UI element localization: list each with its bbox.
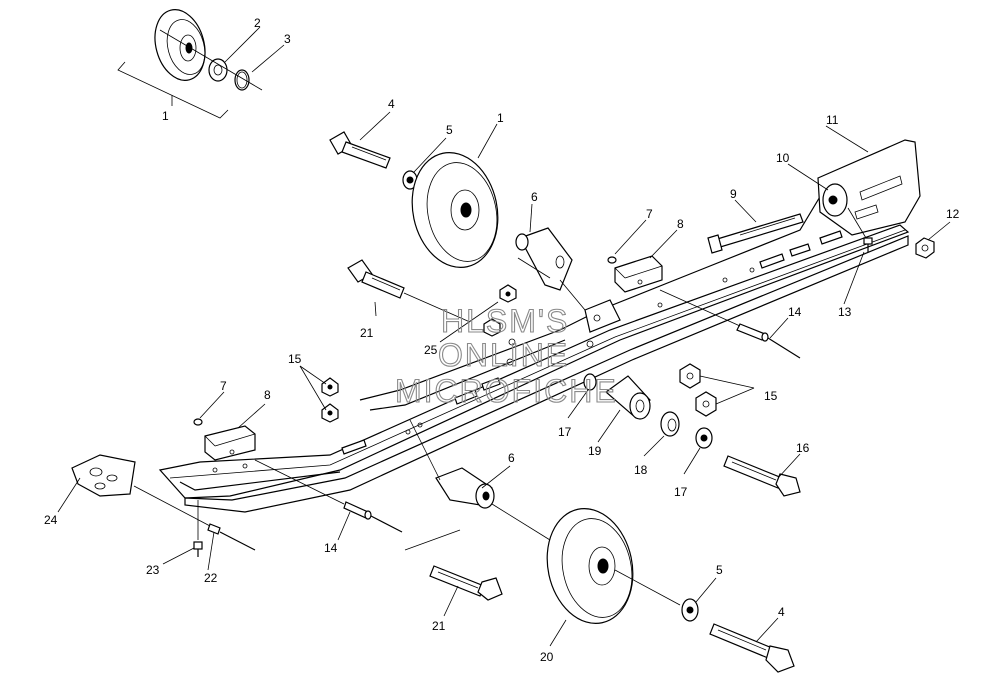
axle-spacer-19: [605, 375, 651, 420]
inset-idler-wheel: [154, 9, 206, 81]
rail-end-cap: [71, 454, 136, 497]
callout-1b: 1: [497, 111, 504, 125]
callout-6a: 6: [531, 190, 538, 204]
slide-rail: [158, 218, 910, 513]
callout-17a: 17: [558, 425, 572, 439]
washer-17: [695, 427, 713, 449]
callout-6b: 6: [508, 451, 515, 465]
callout-4b: 4: [778, 605, 785, 619]
watermark-line-3: MICROFICHE: [395, 373, 618, 409]
nut-12: [915, 237, 935, 259]
callout-8b: 8: [264, 388, 271, 402]
callout-21b: 21: [432, 619, 446, 633]
callout-16: 16: [796, 441, 810, 455]
bolt-16: [723, 455, 801, 497]
leader-lines: [57, 26, 951, 647]
callout-8a: 8: [677, 217, 684, 231]
callout-9: 9: [730, 187, 737, 201]
callout-11: 11: [826, 113, 839, 127]
callout-14b: 14: [324, 541, 338, 555]
lower-slide-block: [204, 425, 256, 461]
callout-labels: 1 2 3 1 4 5 6 11 10 9 7 8 12 13 21 25 14…: [44, 16, 960, 664]
callout-15a: 15: [288, 352, 302, 366]
watermark: HLSM'S ONLINE MICROFICHE: [394, 302, 618, 409]
screw-23: [193, 500, 203, 557]
upper-axle-bolt: [329, 131, 391, 169]
callout-12: 12: [946, 207, 960, 221]
callout-5b: 5: [716, 563, 723, 577]
upper-mount-bolt: [347, 259, 471, 323]
lower-axle-bolt: [709, 623, 795, 673]
callout-13: 13: [838, 305, 852, 319]
spacer-18: [660, 411, 680, 437]
upper-idler-wheel: [411, 151, 499, 269]
callout-17b: 17: [674, 485, 688, 499]
callout-21a: 21: [360, 326, 374, 340]
lower-rivet: [193, 418, 203, 426]
lower-idler-wheel: [546, 507, 681, 625]
left-nut-pair: [321, 377, 339, 423]
rail-hanger-bracket: [359, 179, 831, 411]
callout-3: 3: [284, 32, 291, 46]
upper-rivet: [607, 256, 617, 264]
callout-18: 18: [634, 463, 648, 477]
callout-15b: 15: [764, 389, 778, 403]
callout-7a: 7: [646, 207, 653, 221]
callout-22: 22: [204, 571, 218, 585]
watermark-line-1: HLSM'S: [441, 303, 569, 339]
callout-23: 23: [146, 563, 160, 577]
lower-mount-bolt: [404, 529, 503, 601]
inset-wheel-assembly: [117, 9, 263, 119]
inset-bearing: [208, 58, 228, 82]
callout-1a: 1: [162, 109, 169, 123]
lower-axle-mount: [409, 419, 551, 541]
right-nut-pair: [679, 363, 717, 417]
callout-2: 2: [254, 16, 261, 30]
rivet-22: [133, 485, 256, 551]
bumper-washer: [583, 373, 597, 391]
long-bolt: [707, 213, 804, 254]
rear-hub: [822, 183, 848, 217]
inset-snap-ring: [234, 69, 250, 91]
upper-axle-mount: [515, 227, 586, 311]
callout-20: 20: [540, 650, 554, 664]
upper-pin: [659, 289, 801, 359]
lower-washer: [681, 598, 699, 622]
callout-4a: 4: [388, 97, 395, 111]
nut-25: [483, 284, 517, 337]
upper-washer: [402, 170, 418, 190]
upper-slide-block: [614, 255, 663, 293]
screw-13: [847, 207, 873, 252]
callout-24: 24: [44, 513, 58, 527]
callout-10: 10: [776, 151, 790, 165]
callout-14a: 14: [788, 305, 802, 319]
callout-5a: 5: [446, 123, 453, 137]
callout-25: 25: [424, 343, 438, 357]
watermark-line-2: ONLINE: [438, 337, 569, 373]
callout-19: 19: [588, 444, 602, 458]
lower-pin: [254, 459, 403, 533]
callout-7b: 7: [220, 379, 227, 393]
